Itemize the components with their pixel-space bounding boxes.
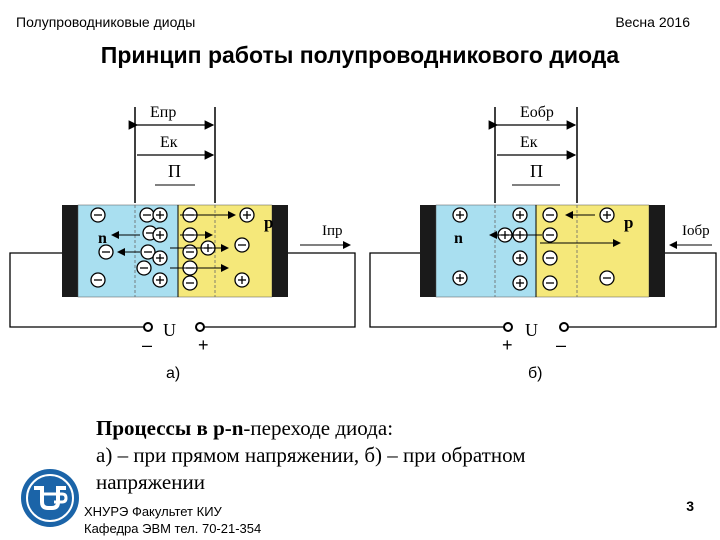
caption-b: б) xyxy=(528,365,543,382)
current-label-b: Iобр xyxy=(682,223,710,239)
terminal-block-right xyxy=(272,205,288,297)
diode-diagram: Eпр Eк П Iпр U – + а) n p xyxy=(9,104,717,382)
footer-department: Кафедра ЭВМ тел. 70-21-354 xyxy=(84,521,262,536)
u-label-b: U xyxy=(525,320,538,340)
wire-right-b xyxy=(564,252,717,328)
caption-a: а) xyxy=(166,365,180,382)
u-label: U xyxy=(163,320,176,340)
terminal-plus-b xyxy=(503,322,513,332)
page-number: 3 xyxy=(686,498,694,514)
wire-right xyxy=(200,252,356,328)
terminal-block-left-b xyxy=(420,205,436,297)
footer-faculty: ХНУРЭ Факультет КИУ xyxy=(84,504,222,519)
n-label: n xyxy=(98,230,107,247)
pi-label: П xyxy=(168,161,181,181)
flow-arrows-b xyxy=(489,211,621,247)
wire-left-b xyxy=(369,252,508,328)
n-label-b: n xyxy=(454,230,463,247)
slide-title: Принцип работы полупроводникового диода xyxy=(100,42,620,68)
e-forward-label: Eпр xyxy=(150,104,176,121)
diagram-reverse-bias: Eобр Eк П Iобр U + – б) n p xyxy=(369,104,717,382)
p-label: p xyxy=(264,213,273,232)
wire-left xyxy=(9,252,148,328)
terminal-plus xyxy=(195,322,205,332)
ek-label-b: Eк xyxy=(520,134,538,151)
caption-line3: напряжении xyxy=(96,470,205,494)
carriers-b xyxy=(452,207,615,291)
diagram-forward-bias: Eпр Eк П Iпр U – + а) n p xyxy=(9,104,356,382)
figure-caption: Процессы в р-n-переходе диода: а) – при … xyxy=(96,415,656,496)
terminal-minus xyxy=(143,322,153,332)
ek-label: Eк xyxy=(160,134,178,151)
pi-label-b: П xyxy=(530,161,543,181)
caption-rest: -переходе диода: xyxy=(243,416,394,440)
terminal-block-right-b xyxy=(649,205,665,297)
polarity-minus: – xyxy=(142,335,152,355)
terminal-minus-b xyxy=(559,322,569,332)
carriers-a xyxy=(90,207,255,291)
caption-line1: Процессы в р-n-переходе диода: xyxy=(96,415,656,442)
caption-line2: а) – при прямом напряжении, б) – при обр… xyxy=(96,443,526,467)
p-label-b: p xyxy=(624,213,633,232)
university-logo xyxy=(21,469,79,527)
polarity-plus-b: + xyxy=(502,335,513,355)
e-reverse-label: Eобр xyxy=(520,104,554,121)
flow-arrows-a xyxy=(111,211,236,272)
current-label: Iпр xyxy=(322,223,343,239)
caption-bold: Процессы в р-n xyxy=(96,416,244,440)
terminal-block-left xyxy=(62,205,78,297)
header-topic: Полупроводниковые диоды xyxy=(16,14,196,30)
polarity-plus: + xyxy=(198,335,209,355)
polarity-minus-b: – xyxy=(556,335,566,355)
header-semester: Весна 2016 xyxy=(615,14,690,30)
footer: ХНУРЭ Факультет КИУ Кафедра ЭВМ тел. 70-… xyxy=(84,503,261,537)
